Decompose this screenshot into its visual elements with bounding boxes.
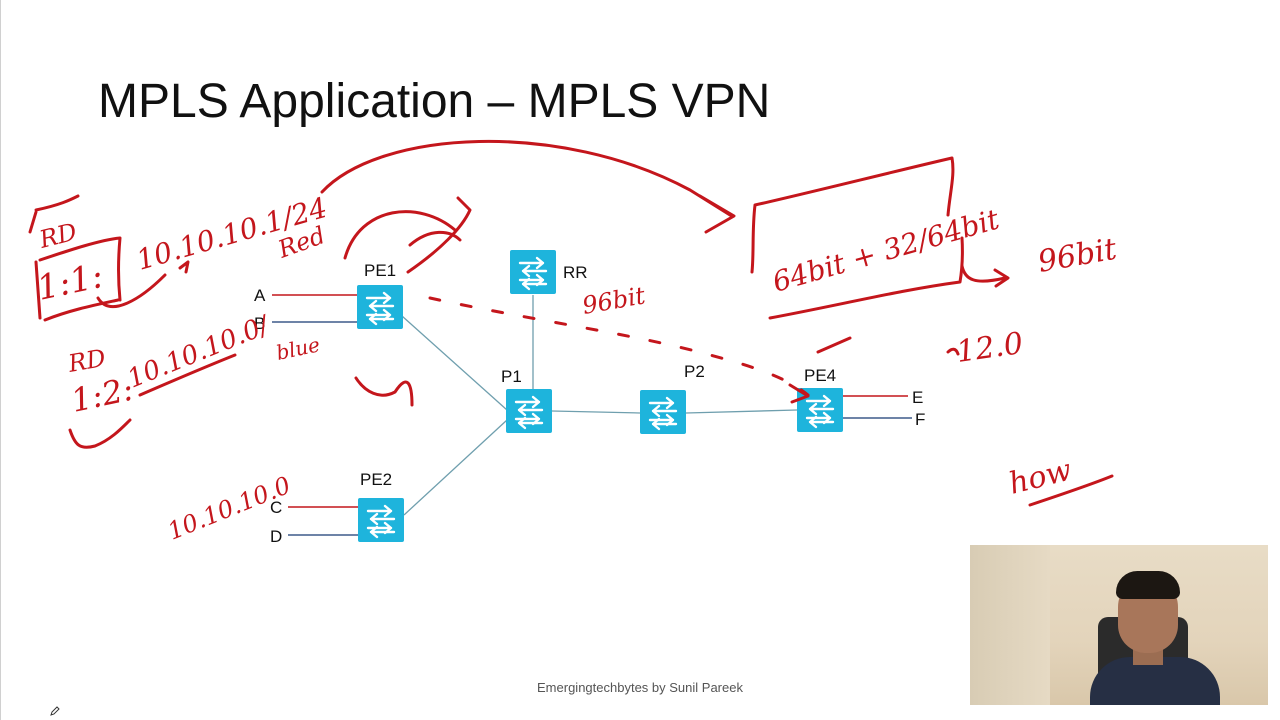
ink-arrow-right <box>960 264 1010 288</box>
ink-96bit-mid: 96bit <box>580 281 647 320</box>
port-label-c: C <box>270 498 282 517</box>
ink-curve-below-pe1 <box>354 376 414 407</box>
node-label-p1: P1 <box>501 367 522 386</box>
link-p1-p2 <box>551 410 641 414</box>
node-label-pe4: PE4 <box>804 366 836 385</box>
port-label-d: D <box>270 527 282 546</box>
router-switch-icon[interactable] <box>355 283 405 331</box>
ink-96bit-right: 96bit <box>1035 232 1120 280</box>
ink-arc-pe1 <box>343 196 472 274</box>
router-switch-icon[interactable] <box>508 248 558 296</box>
ink-arrow-top <box>320 139 736 234</box>
link-pe1-p1 <box>401 315 508 411</box>
router-switch-icon[interactable] <box>356 496 406 544</box>
links <box>272 294 912 536</box>
ink-blue: blue <box>274 332 322 365</box>
slide-title: MPLS Application – MPLS VPN <box>98 75 771 128</box>
ink-rd2: RD <box>65 344 108 378</box>
ink-box-text: 64bit + 32/64bit <box>769 202 1004 298</box>
port-label-a: A <box>254 286 266 305</box>
ink-ip: 12.0 <box>954 326 1025 370</box>
presenter-body <box>1090 657 1220 705</box>
node-label-p2: P2 <box>684 362 705 381</box>
port-label-f: F <box>915 410 925 429</box>
ink-rd1-box <box>28 194 122 322</box>
ink-rd2-box <box>68 418 132 449</box>
node-label-pe2: PE2 <box>360 470 392 489</box>
ink-dashed-path <box>428 296 810 397</box>
slide-border <box>0 0 1 720</box>
router-switch-icon[interactable] <box>504 387 554 435</box>
ink-dash-pe4 <box>816 336 852 354</box>
ink-annotations <box>28 139 1114 507</box>
presenter-webcam <box>970 545 1268 705</box>
node-label-pe1: PE1 <box>364 261 396 280</box>
ink-rd1-value: 1:1: <box>34 256 107 309</box>
ink-box <box>750 156 964 320</box>
ink-mark-12 <box>946 347 960 356</box>
ink-underline-prefix2 <box>138 353 237 397</box>
link-pe2-p1 <box>403 419 508 516</box>
port-label-e: E <box>912 388 923 407</box>
link-p2-pe4 <box>685 409 798 414</box>
port-label-b: B <box>254 314 265 333</box>
node-label-rr: RR <box>563 263 588 282</box>
router-switch-icon[interactable] <box>638 388 688 436</box>
ink-prefix2: 10.10.10.0/ <box>123 310 275 395</box>
ink-dashed-arrowhead <box>788 383 810 404</box>
ink-loop-arrow <box>96 260 190 309</box>
ink-underline-how <box>1028 474 1114 507</box>
ink-rd2-value: 1:2: <box>68 370 137 420</box>
pencil-icon[interactable] <box>50 706 60 716</box>
slide-footer: Emergingtechbytes by Sunil Pareek <box>537 680 743 695</box>
